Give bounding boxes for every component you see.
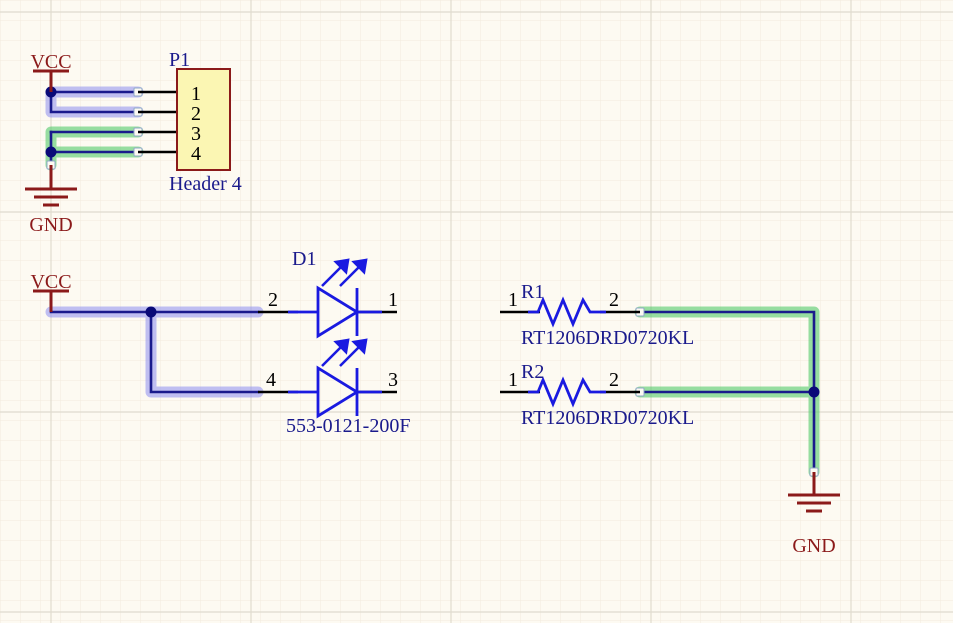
junction-dot xyxy=(45,146,57,158)
r1-value-label: RT1206DRD0720KL xyxy=(521,327,694,349)
component-r2[interactable]: 1 2 xyxy=(500,369,640,408)
gnd-top-label: GND xyxy=(29,214,72,236)
net-highlight-gnd-header[interactable] xyxy=(45,126,144,171)
net-highlight-layer xyxy=(45,86,820,478)
r2-pin1-number: 1 xyxy=(508,369,518,391)
r1-zigzag-icon[interactable] xyxy=(528,296,606,328)
p1-pin2-number: 2 xyxy=(191,103,201,125)
p1-body[interactable] xyxy=(176,68,231,171)
d1a-diode-triangle-icon xyxy=(316,285,360,339)
p1-pin3-number: 3 xyxy=(191,123,201,145)
d1-led-a[interactable] xyxy=(258,258,397,339)
r2-zigzag-icon[interactable] xyxy=(528,376,606,408)
d1-pin2-number: 2 xyxy=(268,289,278,311)
junction-dot xyxy=(808,386,820,398)
r2-designator-label: R2 xyxy=(521,361,544,383)
r1-pin2-number: 2 xyxy=(609,289,619,311)
wire-endpoint-layer xyxy=(46,87,819,477)
power-symbol-gnd-right[interactable] xyxy=(788,472,840,513)
d1-value-label: 553-0121-200F xyxy=(286,415,410,437)
p1-value-label: Header 4 xyxy=(169,173,242,195)
d1-pin1-number: 1 xyxy=(388,289,398,311)
power-symbol-vcc-top[interactable] xyxy=(33,69,69,92)
p1-pin4-number: 4 xyxy=(191,143,201,165)
wire-gnd-r1[interactable] xyxy=(638,310,816,474)
p1-pin-lines xyxy=(138,90,177,154)
d1a-emission-arrows-icon xyxy=(321,258,368,287)
wire-vcc-led2[interactable] xyxy=(149,310,260,394)
wire-layer[interactable] xyxy=(49,90,816,474)
d1-designator-label: D1 xyxy=(292,248,316,270)
d1-led-b[interactable] xyxy=(258,338,397,419)
r2-pin2-number: 2 xyxy=(609,369,619,391)
r1-pin1-number: 1 xyxy=(508,289,518,311)
p1-pin1-number: 1 xyxy=(191,83,201,105)
net-highlight-vcc-leds[interactable] xyxy=(45,306,264,398)
gnd-right-label: GND xyxy=(792,535,835,557)
net-highlight-vcc-header[interactable] xyxy=(45,86,144,118)
d1b-emission-arrows-icon xyxy=(321,338,368,367)
power-symbol-vcc-mid[interactable] xyxy=(33,289,69,312)
d1-pin4-number: 4 xyxy=(266,369,276,391)
power-symbol-gnd-top[interactable] xyxy=(25,165,77,207)
component-p1[interactable]: 1 2 3 4 xyxy=(138,68,231,171)
r2-value-label: RT1206DRD0720KL xyxy=(521,407,694,429)
d1-pin3-number: 3 xyxy=(388,369,398,391)
d1b-diode-triangle-icon xyxy=(316,365,360,419)
junction-dot xyxy=(145,306,157,318)
r1-designator-label: R1 xyxy=(521,281,544,303)
component-r1[interactable]: 1 2 xyxy=(500,289,640,328)
vcc-top-label: VCC xyxy=(30,51,71,73)
p1-designator-label: P1 xyxy=(169,49,190,71)
wire-vcc-header-pin2[interactable] xyxy=(49,90,140,114)
component-d1[interactable]: 2 1 4 3 xyxy=(258,258,398,419)
vcc-mid-label: VCC xyxy=(30,271,71,293)
